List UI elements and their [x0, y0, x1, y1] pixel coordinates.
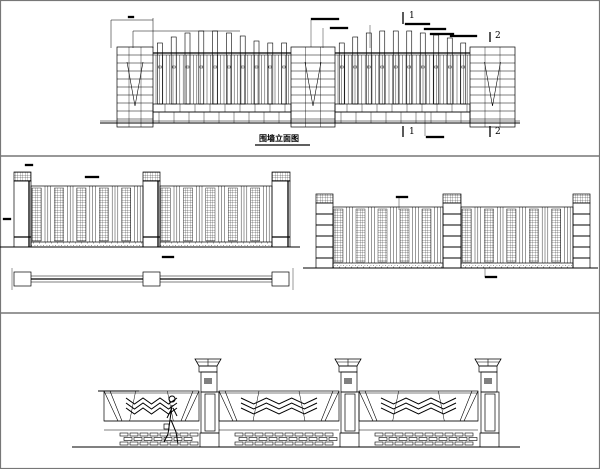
drawing-title: 围墙立面图 — [259, 133, 299, 143]
fence-panel — [334, 30, 471, 124]
lamp-post — [334, 358, 362, 448]
dimension-lines — [110, 15, 478, 139]
pillar — [116, 46, 154, 128]
section-mark-2-bottom: 2 — [495, 127, 501, 137]
wall-elevation-bottom — [72, 358, 520, 448]
fence-panel — [103, 390, 200, 446]
pillar — [572, 193, 591, 269]
pillar — [271, 171, 291, 248]
pedestrian-figure — [163, 395, 179, 445]
wall-elevation-top — [100, 12, 520, 146]
fence-panel — [30, 185, 144, 248]
fence-panel — [152, 30, 292, 124]
pillar — [142, 171, 161, 248]
wall-plan-view — [11, 268, 294, 290]
lamp-post — [474, 358, 502, 448]
fence-panel — [159, 185, 273, 248]
pillar — [469, 46, 516, 128]
fence-panel — [358, 390, 479, 446]
pillar — [315, 193, 334, 269]
wall-elevation-middle-right — [303, 193, 598, 279]
section-mark-1-bottom: 1 — [409, 127, 415, 137]
section-mark-1-top: 1 — [409, 11, 415, 21]
fence-panel — [332, 206, 444, 269]
pillar — [442, 193, 462, 269]
pillar — [290, 46, 336, 128]
fence-panel — [460, 206, 574, 269]
fence-panel — [218, 390, 340, 446]
pillar — [13, 171, 32, 248]
wall-elevation-middle-left — [0, 163, 300, 290]
section-mark-2-top: 2 — [495, 31, 501, 41]
